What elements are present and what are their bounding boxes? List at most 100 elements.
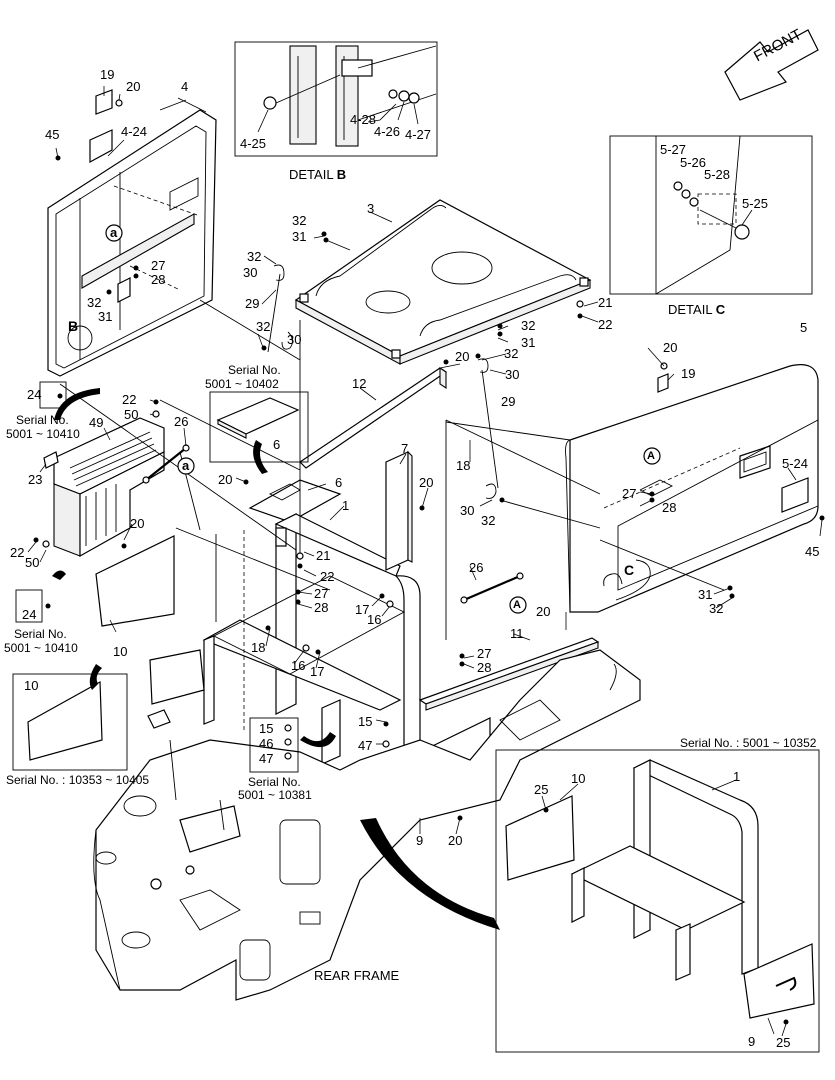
callout-20: 20 (663, 340, 678, 355)
connector-lines (59, 299, 725, 640)
serial-1-line1: Serial No. (228, 363, 281, 377)
callout-18: 18 (251, 640, 266, 655)
callout-1: 1 (733, 769, 741, 784)
callout-17: 17 (355, 602, 370, 617)
callout-32: 32 (87, 295, 102, 310)
callout-18: 18 (456, 458, 471, 473)
detail-b-letter: B (336, 167, 347, 182)
callout-4-25: 4-25 (240, 136, 267, 151)
serial-box-3 (15, 589, 43, 623)
rear-frame-label: REAR FRAME (314, 968, 400, 983)
callout-22: 22 (320, 569, 335, 584)
callout-5-28: 5-28 (704, 167, 731, 182)
roof-cover-part-3 (294, 199, 592, 365)
callout-6: 6 (273, 437, 281, 452)
serial-box-6 (495, 749, 820, 1053)
callout-22: 22 (10, 545, 25, 560)
callout-6: 6 (335, 475, 343, 490)
callout-5-27: 5-27 (660, 142, 687, 157)
clip-part-19-right (657, 362, 669, 393)
callout-31: 31 (698, 587, 713, 602)
frame-part-1 (202, 320, 421, 765)
callout-3: 3 (367, 201, 375, 216)
callout-28: 28 (662, 500, 677, 515)
bolt-icons (33, 155, 825, 1025)
callout-24: 24 (22, 607, 37, 622)
callout-20: 20 (536, 604, 551, 619)
dashed-lines (113, 185, 201, 291)
serial-2-line2: 5001 ~ 10410 (6, 427, 80, 441)
callout-22: 22 (598, 317, 613, 332)
marker-A: A (647, 450, 655, 462)
callout-29: 29 (501, 394, 516, 409)
callout-20: 20 (218, 472, 233, 487)
callout-50: 50 (124, 407, 139, 422)
serial-4-label: Serial No. : 10353 ~ 10405 (6, 773, 150, 787)
callout-32: 32 (504, 346, 519, 361)
marker-a: a (110, 225, 118, 240)
callout-5-26: 5-26 (680, 155, 707, 170)
callout-27: 27 (477, 646, 492, 661)
serial-5-line2: 5001 ~ 10381 (238, 788, 312, 802)
callout-29: 29 (245, 296, 260, 311)
callout-10: 10 (571, 771, 586, 786)
callout-12: 12 (352, 376, 367, 391)
callout-10: 10 (24, 678, 39, 693)
callout-30: 30 (243, 265, 258, 280)
callout-1: 1 (342, 498, 350, 513)
callout-20: 20 (126, 79, 141, 94)
rod-part-29-right (477, 358, 499, 499)
serial-6-label: Serial No. : 5001 ~ 10352 (680, 736, 817, 750)
callout-27: 27 (622, 486, 637, 501)
callout-9: 9 (416, 833, 424, 848)
callout-30: 30 (505, 367, 520, 382)
marker-C: C (624, 562, 635, 578)
serial-box-4 (12, 673, 128, 771)
bracket-part-11 (418, 637, 600, 711)
callout-16: 16 (291, 658, 306, 673)
callout-11: 11 (510, 626, 524, 641)
callout-31: 31 (521, 335, 536, 350)
detail-c-prefix: DETAIL (668, 302, 716, 317)
callout-23: 23 (28, 472, 43, 487)
callout-28: 28 (151, 272, 166, 287)
callout-4: 4 (181, 79, 189, 94)
serial-5-line1: Serial No. (248, 775, 301, 789)
callout-10: 10 (113, 644, 128, 659)
detail-b-prefix: DETAIL (289, 167, 337, 182)
front-arrow-icon (724, 29, 819, 101)
serial-2-line1: Serial No. (16, 413, 69, 427)
callout-25: 25 (534, 782, 549, 797)
serial-box-5 (249, 717, 299, 773)
callout-4-24: 4-24 (121, 124, 148, 139)
callout-9: 9 (748, 1034, 756, 1049)
callout-47: 47 (358, 738, 373, 753)
callout-26: 26 (469, 560, 484, 575)
callout-26: 26 (174, 414, 189, 429)
callout-32: 32 (709, 601, 724, 616)
callout-45: 45 (45, 127, 60, 142)
serial-1-line2: 5001 ~ 10402 (205, 377, 279, 391)
callout-27: 27 (314, 586, 329, 601)
detail-b-caption: DETAIL B (289, 167, 346, 182)
callout-20: 20 (448, 833, 463, 848)
rod-part-29-left (267, 264, 293, 353)
callout-32: 32 (256, 319, 271, 334)
callout-30: 30 (460, 503, 475, 518)
callout-32: 32 (521, 318, 536, 333)
callout-49: 49 (89, 415, 104, 430)
detail-c-caption: DETAIL C (668, 302, 725, 317)
callout-4-28: 4-28 (350, 112, 377, 127)
callout-45: 45 (805, 544, 820, 559)
serial-3-line1: Serial No. (14, 627, 67, 641)
callout-20: 20 (455, 349, 470, 364)
callout-32: 32 (481, 513, 496, 528)
marker-B: B (68, 318, 79, 334)
gas-strut-part-26-right (460, 572, 524, 604)
callout-31: 31 (98, 309, 113, 324)
callout-50: 50 (25, 555, 40, 570)
callout-47: 47 (259, 751, 274, 766)
callout-25: 25 (776, 1035, 791, 1050)
callout-4-27: 4-27 (405, 127, 432, 142)
